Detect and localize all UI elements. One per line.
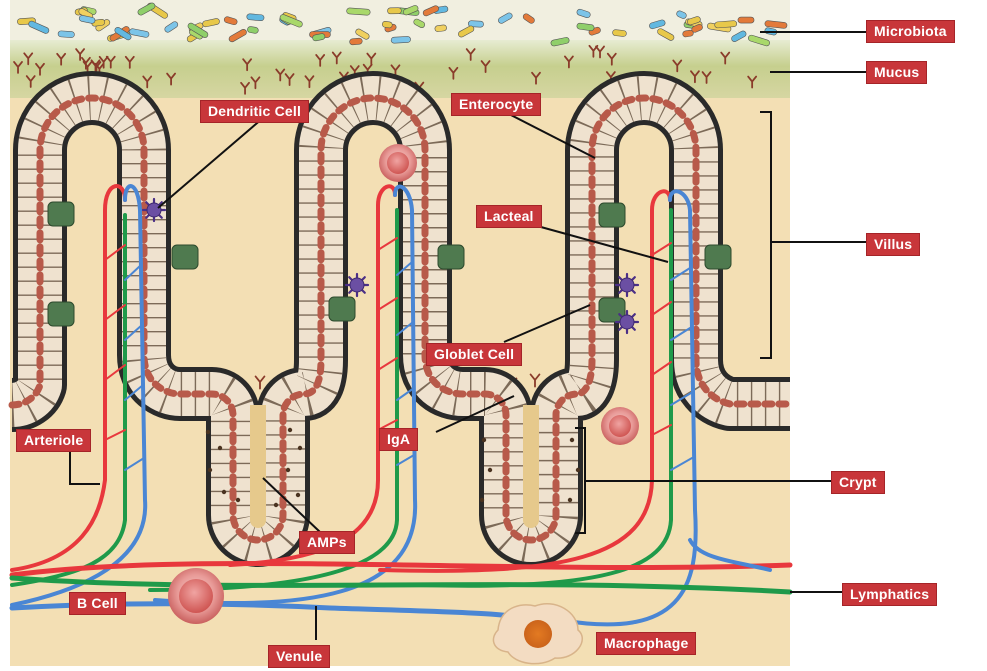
amp-dot [568, 498, 572, 502]
bacterium [391, 36, 411, 43]
amp-dot [274, 503, 278, 507]
label-amps: AMPs [299, 531, 355, 554]
label-venule: Venule [268, 645, 330, 668]
bacterium [612, 29, 626, 36]
b-cell-top [379, 144, 417, 182]
amp-dot [570, 438, 574, 442]
amp-dot [288, 428, 292, 432]
amp-dot [218, 446, 222, 450]
label-globlet-cell: Globlet Cell [426, 343, 522, 366]
dendritic-cell [143, 199, 165, 221]
b-cell-large [168, 568, 224, 624]
bacterium [435, 25, 447, 33]
amp-dot [222, 490, 226, 494]
label-lymphatics: Lymphatics [842, 583, 937, 606]
bacterium [346, 8, 370, 16]
label-mucus: Mucus [866, 61, 927, 84]
label-b-cell: B Cell [69, 592, 126, 615]
amp-dot [208, 468, 212, 472]
label-enterocyte: Enterocyte [451, 93, 541, 116]
dendritic-cell [616, 311, 638, 333]
label-arteriole: Arteriole [16, 429, 91, 452]
amp-dot [576, 468, 580, 472]
bacterium [738, 17, 754, 23]
bacterium [382, 21, 393, 28]
label-lacteal: Lacteal [476, 205, 542, 228]
amp-dot [236, 498, 240, 502]
bacterium [58, 31, 75, 38]
amp-dot [286, 468, 290, 472]
amp-dot [296, 493, 300, 497]
label-crypt: Crypt [831, 471, 885, 494]
bacterium [247, 14, 265, 21]
crypt-lumen-right [523, 405, 539, 528]
b-cell-right [601, 407, 639, 445]
dendritic-cell [346, 274, 368, 296]
amp-dot [488, 468, 492, 472]
label-iga: IgA [379, 428, 418, 451]
amp-dot [480, 498, 484, 502]
dendritic-cell [616, 274, 638, 296]
label-villus: Villus [866, 233, 920, 256]
label-microbiota: Microbiota [866, 20, 955, 43]
bacterium [349, 38, 362, 45]
bacterium [387, 8, 401, 14]
amp-dot [298, 446, 302, 450]
amp-dot [482, 438, 486, 442]
label-macrophage: Macrophage [596, 632, 696, 655]
bacterium [714, 21, 736, 29]
label-dendritic-cell: Dendritic Cell [200, 100, 309, 123]
amp-dot [206, 430, 210, 434]
crypt-lumen-left [250, 405, 266, 528]
